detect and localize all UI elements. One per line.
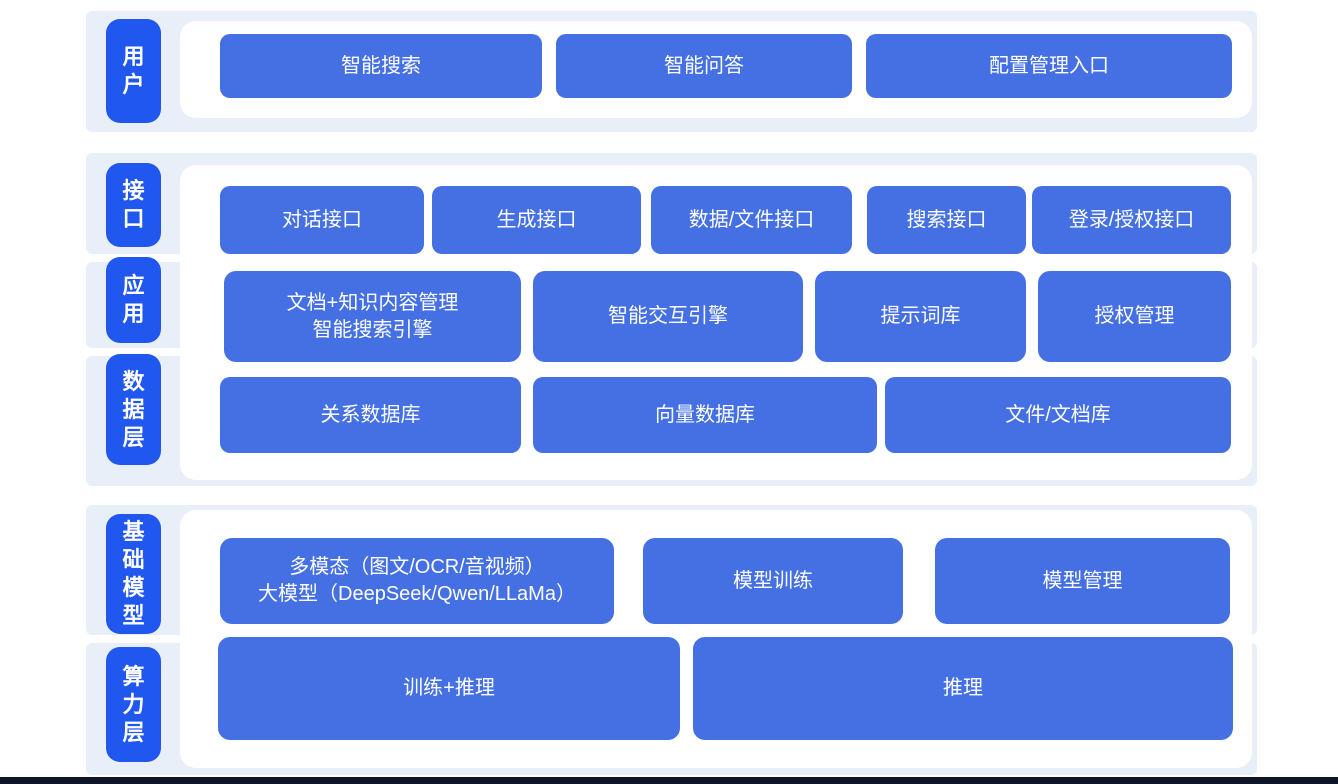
layer-tab-user: 用户 bbox=[106, 19, 161, 123]
box-search-api-label: 搜索接口 bbox=[906, 208, 987, 231]
box-multimodal-llm-line1: 多模态（图文/OCR/音视频） bbox=[289, 556, 545, 578]
layer-tab-compute-label: 算力层 bbox=[122, 663, 145, 745]
layer-tab-interface: 接口 bbox=[106, 163, 161, 247]
box-relational-db: 关系数据库 bbox=[220, 377, 521, 453]
box-interaction-engine-label: 智能交互引擎 bbox=[608, 305, 728, 327]
layer-tab-foundation-model-label: 基础模型 bbox=[122, 519, 145, 628]
box-doc-knowledge-line1: 文档+知识内容管理 bbox=[286, 291, 459, 314]
box-model-management: 模型管理 bbox=[935, 538, 1230, 624]
layer-tab-application: 应用 bbox=[106, 257, 161, 343]
box-file-doc-store-label: 文件/文档库 bbox=[1005, 403, 1111, 426]
box-model-training-label: 模型训练 bbox=[733, 569, 813, 592]
box-login-auth-api-label: 登录/授权接口 bbox=[1068, 208, 1195, 231]
box-data-file-api: 数据/文件接口 bbox=[651, 186, 852, 254]
box-smart-search: 智能搜索 bbox=[220, 34, 542, 98]
box-dialog-api: 对话接口 bbox=[220, 186, 424, 254]
box-login-auth-api: 登录/授权接口 bbox=[1032, 186, 1231, 254]
box-generation-api-label: 生成接口 bbox=[496, 208, 577, 231]
box-interaction-engine: 智能交互引擎 bbox=[533, 271, 803, 362]
box-training-inference-label: 训练+推理 bbox=[403, 677, 495, 699]
box-model-training: 模型训练 bbox=[643, 538, 903, 624]
box-prompt-library-label: 提示词库 bbox=[880, 305, 961, 327]
layer-tab-compute: 算力层 bbox=[106, 647, 161, 762]
box-vector-db: 向量数据库 bbox=[533, 377, 877, 453]
box-relational-db-label: 关系数据库 bbox=[320, 403, 421, 426]
box-doc-knowledge-search: 文档+知识内容管理 智能搜索引擎 bbox=[224, 271, 521, 362]
box-config-entry-label: 配置管理入口 bbox=[989, 54, 1109, 77]
box-inference: 推理 bbox=[693, 637, 1233, 740]
box-data-file-api-label: 数据/文件接口 bbox=[688, 208, 815, 231]
box-multimodal-llm: 多模态（图文/OCR/音视频） 大模型（DeepSeek/Qwen/LLaMa） bbox=[220, 538, 614, 624]
box-vector-db-label: 向量数据库 bbox=[655, 403, 755, 426]
layer-tab-data-label: 数据层 bbox=[122, 368, 145, 450]
box-config-entry: 配置管理入口 bbox=[866, 34, 1232, 98]
layer-tab-application-label: 应用 bbox=[122, 273, 145, 326]
layer-tab-user-label: 用户 bbox=[122, 44, 145, 97]
box-generation-api: 生成接口 bbox=[432, 186, 641, 254]
box-auth-management: 授权管理 bbox=[1038, 271, 1231, 362]
box-dialog-api-label: 对话接口 bbox=[282, 208, 362, 231]
box-smart-qa-label: 智能问答 bbox=[664, 54, 744, 77]
layer-tab-foundation-model: 基础模型 bbox=[106, 514, 161, 634]
layer-tab-interface-label: 接口 bbox=[122, 178, 145, 231]
box-doc-knowledge-line2: 智能搜索引擎 bbox=[312, 318, 433, 341]
box-inference-label: 推理 bbox=[943, 677, 983, 699]
box-prompt-library: 提示词库 bbox=[815, 271, 1026, 362]
box-auth-management-label: 授权管理 bbox=[1094, 305, 1175, 327]
bottom-divider-bar bbox=[0, 777, 1338, 784]
layer-tab-data: 数据层 bbox=[106, 354, 161, 465]
box-model-management-label: 模型管理 bbox=[1042, 569, 1123, 592]
box-search-api: 搜索接口 bbox=[867, 186, 1026, 254]
box-smart-search-label: 智能搜索 bbox=[341, 54, 421, 77]
box-file-doc-store: 文件/文档库 bbox=[885, 377, 1231, 453]
box-multimodal-llm-line2: 大模型（DeepSeek/Qwen/LLaMa） bbox=[258, 583, 576, 605]
box-training-inference: 训练+推理 bbox=[218, 637, 680, 740]
box-smart-qa: 智能问答 bbox=[556, 34, 852, 98]
